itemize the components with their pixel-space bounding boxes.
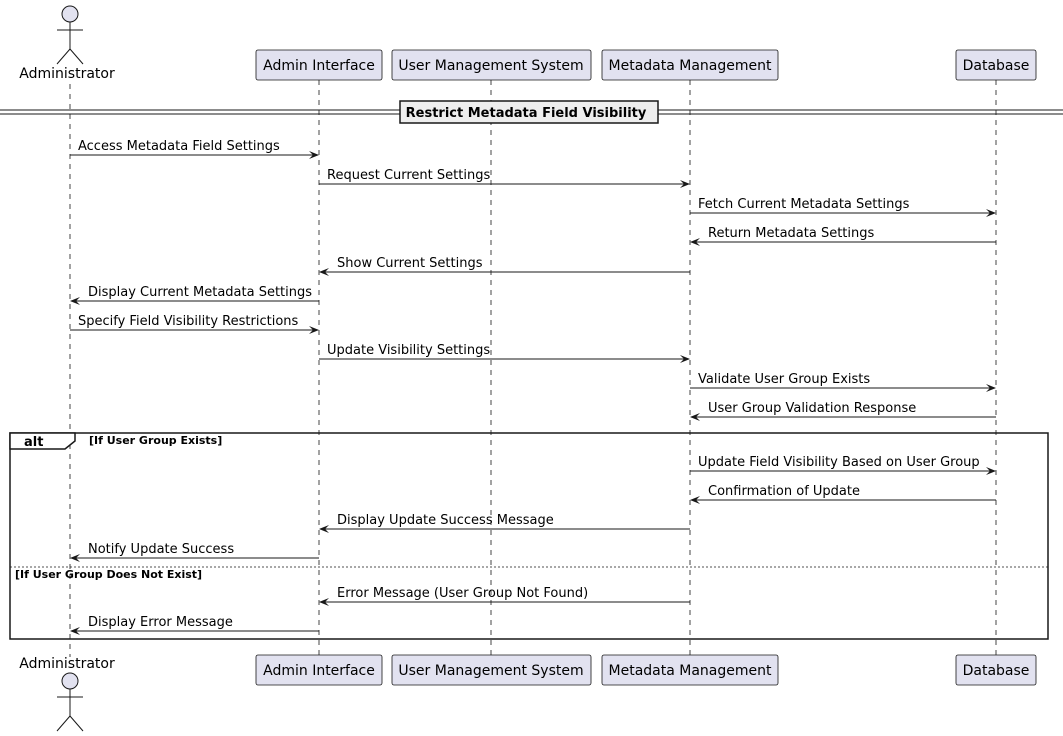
participant-label: Database: [963, 663, 1030, 679]
participant-label: Metadata Management: [609, 58, 772, 74]
message: Update Field Visibility Based on User Gr…: [690, 455, 996, 475]
participant-user-management-system-bottom: User Management System: [391, 654, 592, 686]
participant-database-bottom: Database: [955, 654, 1037, 686]
participant-label: User Management System: [398, 663, 583, 679]
message-label: Display Error Message: [88, 615, 233, 630]
alt-frame: alt [If User Group Exists] [If User Grou…: [9, 432, 1049, 640]
message-label: Notify Update Success: [88, 542, 234, 557]
message: Validate User Group Exists: [690, 372, 996, 392]
message-label: Confirmation of Update: [708, 484, 860, 499]
message: Return Metadata Settings: [690, 226, 996, 246]
divider-title: Restrict Metadata Field Visibility: [406, 106, 647, 121]
message-label: Update Visibility Settings: [327, 343, 490, 358]
message: Access Metadata Field Settings: [70, 139, 319, 159]
participant-label: Admin Interface: [263, 58, 375, 74]
participant-label: User Management System: [398, 58, 583, 74]
alt-condition-1: [If User Group Exists]: [89, 434, 222, 447]
message-label: User Group Validation Response: [708, 401, 916, 416]
message: User Group Validation Response: [690, 401, 996, 421]
participant-metadata-management-bottom: Metadata Management: [601, 654, 779, 686]
actor-label-top: Administrator: [19, 66, 115, 82]
message: Display Error Message: [70, 615, 319, 635]
message: Notify Update Success: [70, 542, 319, 562]
message: Fetch Current Metadata Settings: [690, 197, 996, 217]
participant-admin-interface-top: Admin Interface: [255, 49, 383, 81]
message-label: Update Field Visibility Based on User Gr…: [698, 455, 980, 470]
message-label: Display Current Metadata Settings: [88, 285, 312, 300]
message: Error Message (User Group Not Found): [319, 586, 690, 606]
section-divider: Restrict Metadata Field Visibility: [0, 100, 1063, 124]
message-label: Return Metadata Settings: [708, 226, 875, 241]
actor-administrator-bottom: Administrator: [19, 656, 115, 732]
message: Specify Field Visibility Restrictions: [70, 314, 319, 334]
actor-head-icon: [61, 5, 79, 23]
actor-administrator-top: Administrator: [19, 5, 115, 82]
alt-condition-2: [If User Group Does Not Exist]: [15, 568, 202, 581]
actor-head-icon: [61, 672, 79, 690]
participant-admin-interface-bottom: Admin Interface: [255, 654, 383, 686]
participant-database-top: Database: [955, 49, 1037, 81]
lifelines: [69, 80, 997, 657]
participant-label: Admin Interface: [263, 663, 375, 679]
message-label: Error Message (User Group Not Found): [337, 586, 588, 601]
message: Show Current Settings: [319, 256, 690, 276]
message: Update Visibility Settings: [319, 343, 690, 363]
participant-metadata-management-top: Metadata Management: [601, 49, 779, 81]
message: Display Current Metadata Settings: [70, 285, 319, 305]
message-label: Access Metadata Field Settings: [78, 139, 280, 154]
actor-label-bottom: Administrator: [19, 656, 115, 672]
message-label: Show Current Settings: [337, 256, 483, 271]
message-label: Validate User Group Exists: [698, 372, 870, 387]
message-label: Display Update Success Message: [337, 513, 554, 528]
participant-label: Database: [963, 58, 1030, 74]
message-label: Request Current Settings: [327, 168, 490, 183]
alt-keyword: alt: [24, 435, 43, 450]
message-label: Specify Field Visibility Restrictions: [78, 314, 299, 329]
message-label: Fetch Current Metadata Settings: [698, 197, 910, 212]
message: Request Current Settings: [319, 168, 690, 188]
message: Confirmation of Update: [690, 484, 996, 504]
message: Display Update Success Message: [319, 513, 690, 533]
participant-user-management-system-top: User Management System: [391, 49, 592, 81]
participant-label: Metadata Management: [609, 663, 772, 679]
